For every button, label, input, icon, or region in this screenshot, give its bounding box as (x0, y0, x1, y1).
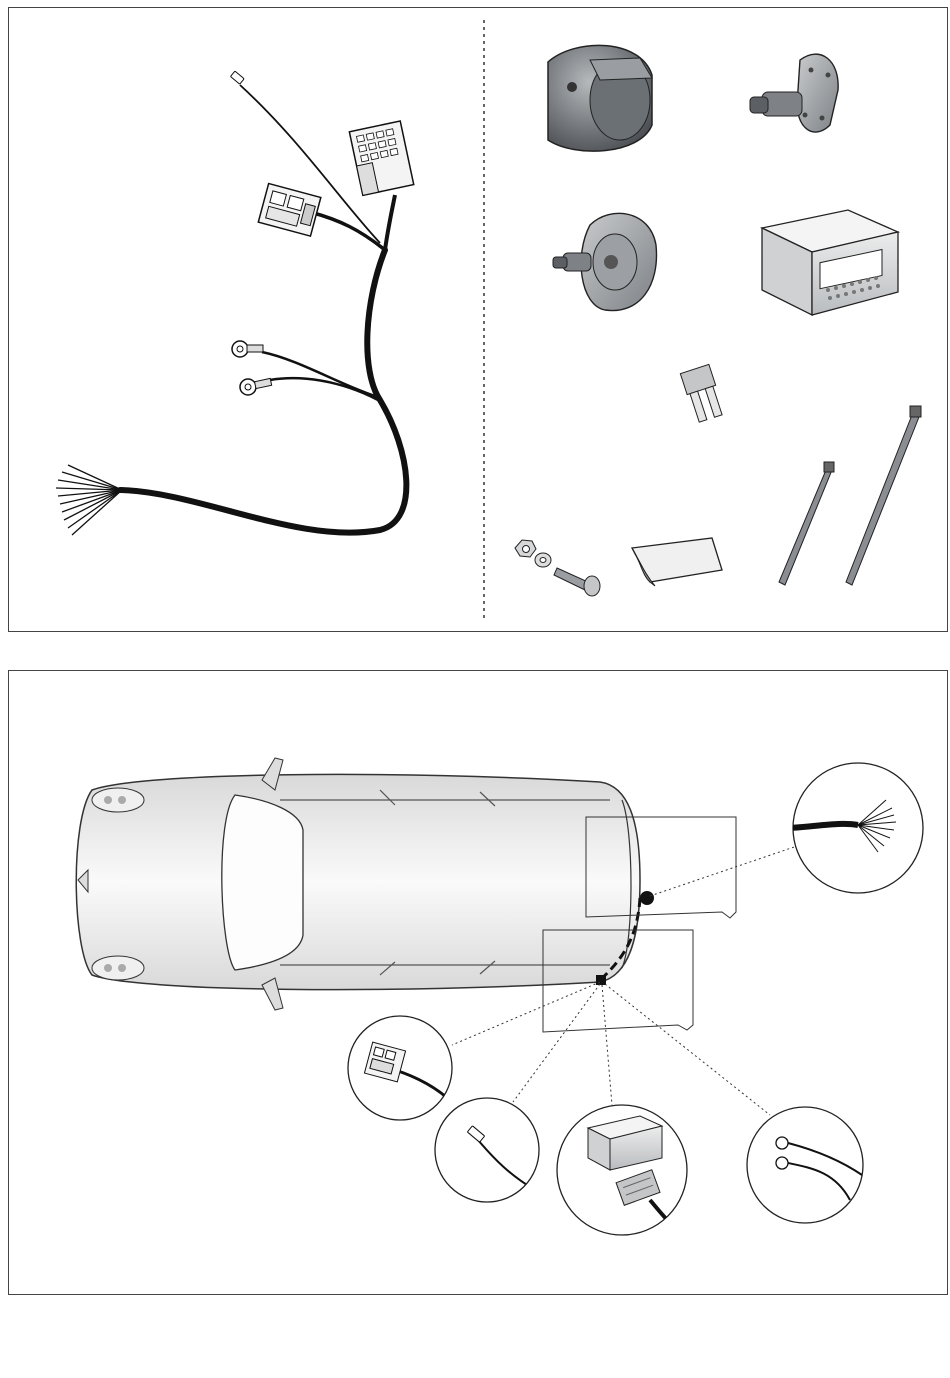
cable-tie-long (846, 406, 921, 585)
cable-tie-short (779, 462, 834, 585)
trailer-socket (548, 45, 652, 151)
ring-terminal-icon (232, 341, 272, 395)
wiring-harness (56, 71, 414, 535)
socket-mount-plate (750, 54, 838, 132)
module-with-plug (557, 1105, 687, 1235)
connector-icon (349, 121, 413, 195)
car-top-view-icon (76, 758, 654, 1010)
single-pin-wire (435, 1098, 539, 1202)
ring-terminals (747, 1107, 863, 1223)
adhesive-pad (632, 538, 722, 586)
nut-washer-bolt (515, 540, 600, 596)
blade-fuse (680, 364, 725, 423)
vehicle-connector (348, 1016, 455, 1120)
pin-icon (230, 71, 244, 84)
loose-wire-ends (790, 763, 923, 893)
connector-icon (258, 184, 321, 237)
control-module (762, 210, 898, 315)
rubber-seal (553, 213, 657, 310)
